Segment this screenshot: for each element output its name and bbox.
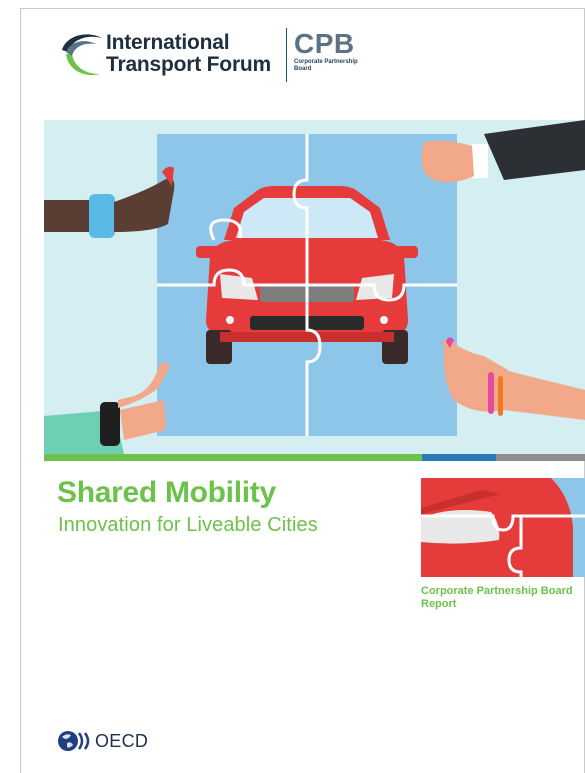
itf-line1: International: [106, 31, 230, 54]
itf-logo: International Transport Forum: [56, 28, 286, 86]
itf-swoosh-icon: [62, 34, 102, 76]
hand-right-top: [421, 120, 585, 183]
cover-detail-thumbnail: [421, 478, 585, 577]
report-label-line1: Corporate Partnership Board: [421, 585, 573, 597]
report-type-label: Corporate Partnership Board Report: [421, 585, 581, 611]
logo-divider: [286, 28, 287, 82]
hand-right-bottom: [442, 337, 585, 420]
cpb-subtitle-line2: Board: [294, 66, 312, 72]
hand-left-top: [44, 166, 175, 238]
cpb-title: CPB: [294, 28, 355, 59]
cover-illustration: [44, 120, 585, 454]
oecd-wordmark: OECD: [95, 730, 149, 751]
hand-left-bottom: [44, 362, 169, 454]
cover-subtitle: Innovation for Liveable Cities: [58, 514, 318, 536]
car-detail-image: [421, 478, 585, 577]
cover-title: Shared Mobility: [57, 476, 276, 509]
report-label-line2: Report: [421, 598, 457, 610]
oecd-logo: OECD: [57, 728, 148, 754]
itf-line2: Transport Forum: [106, 53, 272, 76]
puzzle-seams: [157, 134, 457, 436]
oecd-globe-icon: [58, 731, 90, 751]
cpb-subtitle-line1: Corporate Partnership: [294, 59, 358, 65]
color-bar-grey: [496, 454, 585, 461]
cpb-subtitle: Corporate Partnership Board: [294, 59, 374, 73]
cpb-logo: CPB Corporate Partnership Board: [294, 30, 374, 73]
color-bar-green: [44, 454, 422, 461]
color-bar-blue: [422, 454, 496, 461]
puzzle-car-illustration: [44, 120, 585, 454]
itf-wordmark: International Transport Forum: [106, 32, 271, 76]
